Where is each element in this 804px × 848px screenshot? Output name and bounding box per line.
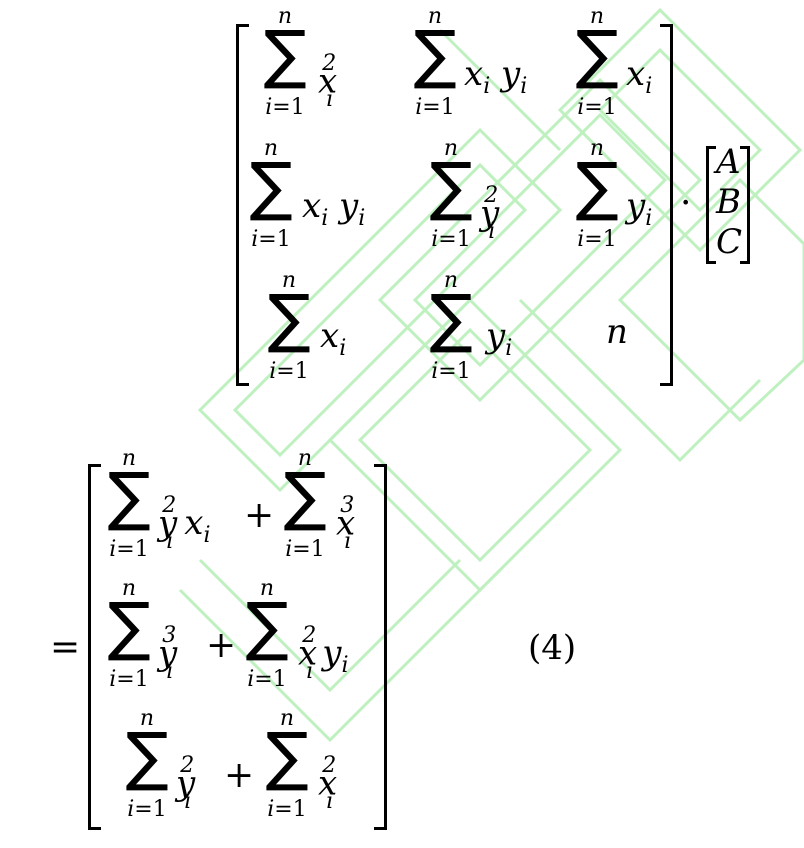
vector-left-bracket [706,146,716,264]
plus-sign: + [206,625,237,666]
term-xi-cubed: xi3 [336,493,356,555]
term-xi: xi [626,54,653,99]
vector-b: B [716,182,741,222]
plus-sign: + [244,495,275,536]
dot-operator: · [680,183,692,224]
equals-sign: = [50,627,81,668]
vector-c: C [716,222,743,262]
matrix-n: n [606,312,628,352]
plus-sign: + [224,755,255,796]
term-xi-squared: xi2 [318,51,338,113]
term-yi-squared: yi2 [176,753,196,815]
term-xi: xi [320,316,347,361]
term-xi-yi: xi yi [464,54,528,99]
vector-a: A [716,142,741,182]
term-yi: yi [626,186,653,231]
matrix-right-bracket [660,24,673,386]
equation-number: (4) [528,628,577,668]
term-yi: yi [486,316,513,361]
vector-right-bracket [740,146,750,264]
result-left-bracket [88,464,101,830]
term-yi-squared: yi2 [480,183,500,245]
term-xi-yi: xi yi [302,186,366,231]
result-right-bracket [374,464,387,830]
matrix-left-bracket [236,24,249,386]
term-xi-squared: xi2 [318,753,338,815]
term-yi-cubed: yi3 [158,623,178,685]
